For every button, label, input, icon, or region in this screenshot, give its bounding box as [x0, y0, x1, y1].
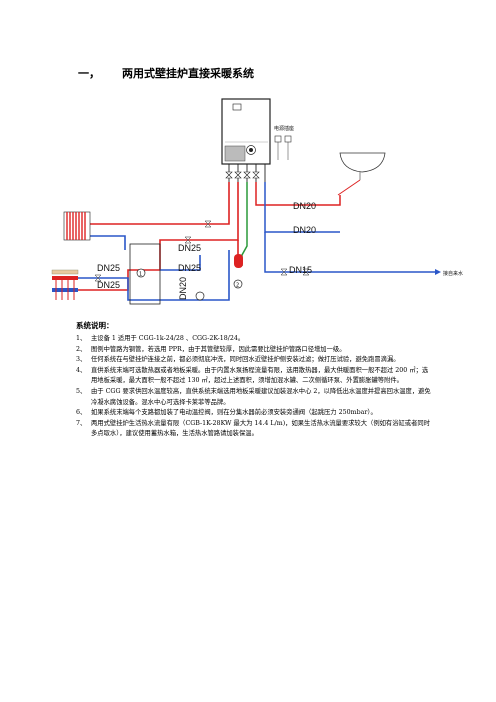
- floor-heating-manifold: [51, 269, 79, 300]
- label-dn20-top: DN20: [293, 201, 316, 211]
- svg-text:1: 1: [139, 272, 142, 278]
- description-title: 系统说明：: [76, 321, 114, 330]
- label-dn20-vertical: DN20: [178, 277, 188, 300]
- svg-text:2: 2: [236, 283, 239, 289]
- power-label: 电源插座: [274, 125, 294, 132]
- label-dn25-mid: DN25: [178, 263, 201, 273]
- pump-icon: [195, 291, 205, 301]
- list-item: 7、两用式壁挂炉生活热水流量有限（CGB-1K-28KW 最大为 14.4 L/…: [76, 419, 430, 438]
- list-item: 1、主设备 1 适用于 CGG-1k-24/28 、CGG-2K-18/24。: [76, 335, 245, 342]
- list-item: 4、直供系统末端可选散热器或者地板采暖。由于内置水泵扬程流量有限，选用散热器，最…: [76, 366, 429, 385]
- radiator: [63, 211, 91, 241]
- power-socket: 电源插座: [274, 125, 294, 160]
- mixing-center: 1: [129, 243, 161, 305]
- list-item: 6、如果系统末端每个支路都加装了电动温控阀，则在分集水器前必须安装旁通阀（起跳压…: [76, 409, 377, 417]
- label-dn25-upper: DN25: [178, 243, 201, 253]
- cold-water-label: 接自来水: [443, 270, 463, 277]
- section-heading: 一， 两用式壁挂炉直接采暖系统: [78, 65, 254, 81]
- label-dn25-left: DN25: [97, 263, 120, 273]
- wall-boiler: [221, 98, 271, 165]
- label-dn25-low: DN25: [97, 280, 120, 290]
- section-number: 一，: [78, 67, 100, 80]
- description-list: 1、主设备 1 适用于 CGG-1k-24/28 、CGG-2K-18/24。 …: [76, 334, 431, 440]
- wash-basin: [339, 152, 386, 173]
- list-item: 2、图例中管路为钢管，若选用 PPR，由于其管壁较厚，因此需要比壁挂炉管路口径增…: [76, 345, 346, 353]
- heating-system-diagram: 电源插座 1: [51, 98, 463, 305]
- list-item: 5、由于 CGG 要求供回水温度较高，直供系统末端选用地板采暖建议加装混水中心 …: [76, 387, 431, 406]
- expansion-tank: 2: [233, 254, 243, 289]
- label-dn15: DN15: [289, 265, 312, 275]
- list-item: 3、任何系统在与壁挂炉连接之前，都必须彻底冲洗，同时回水近壁挂炉侧安装过滤；做打…: [76, 356, 400, 364]
- label-dn20-mid: DN20: [293, 225, 316, 235]
- section-title: 两用式壁挂炉直接采暖系统: [122, 67, 254, 80]
